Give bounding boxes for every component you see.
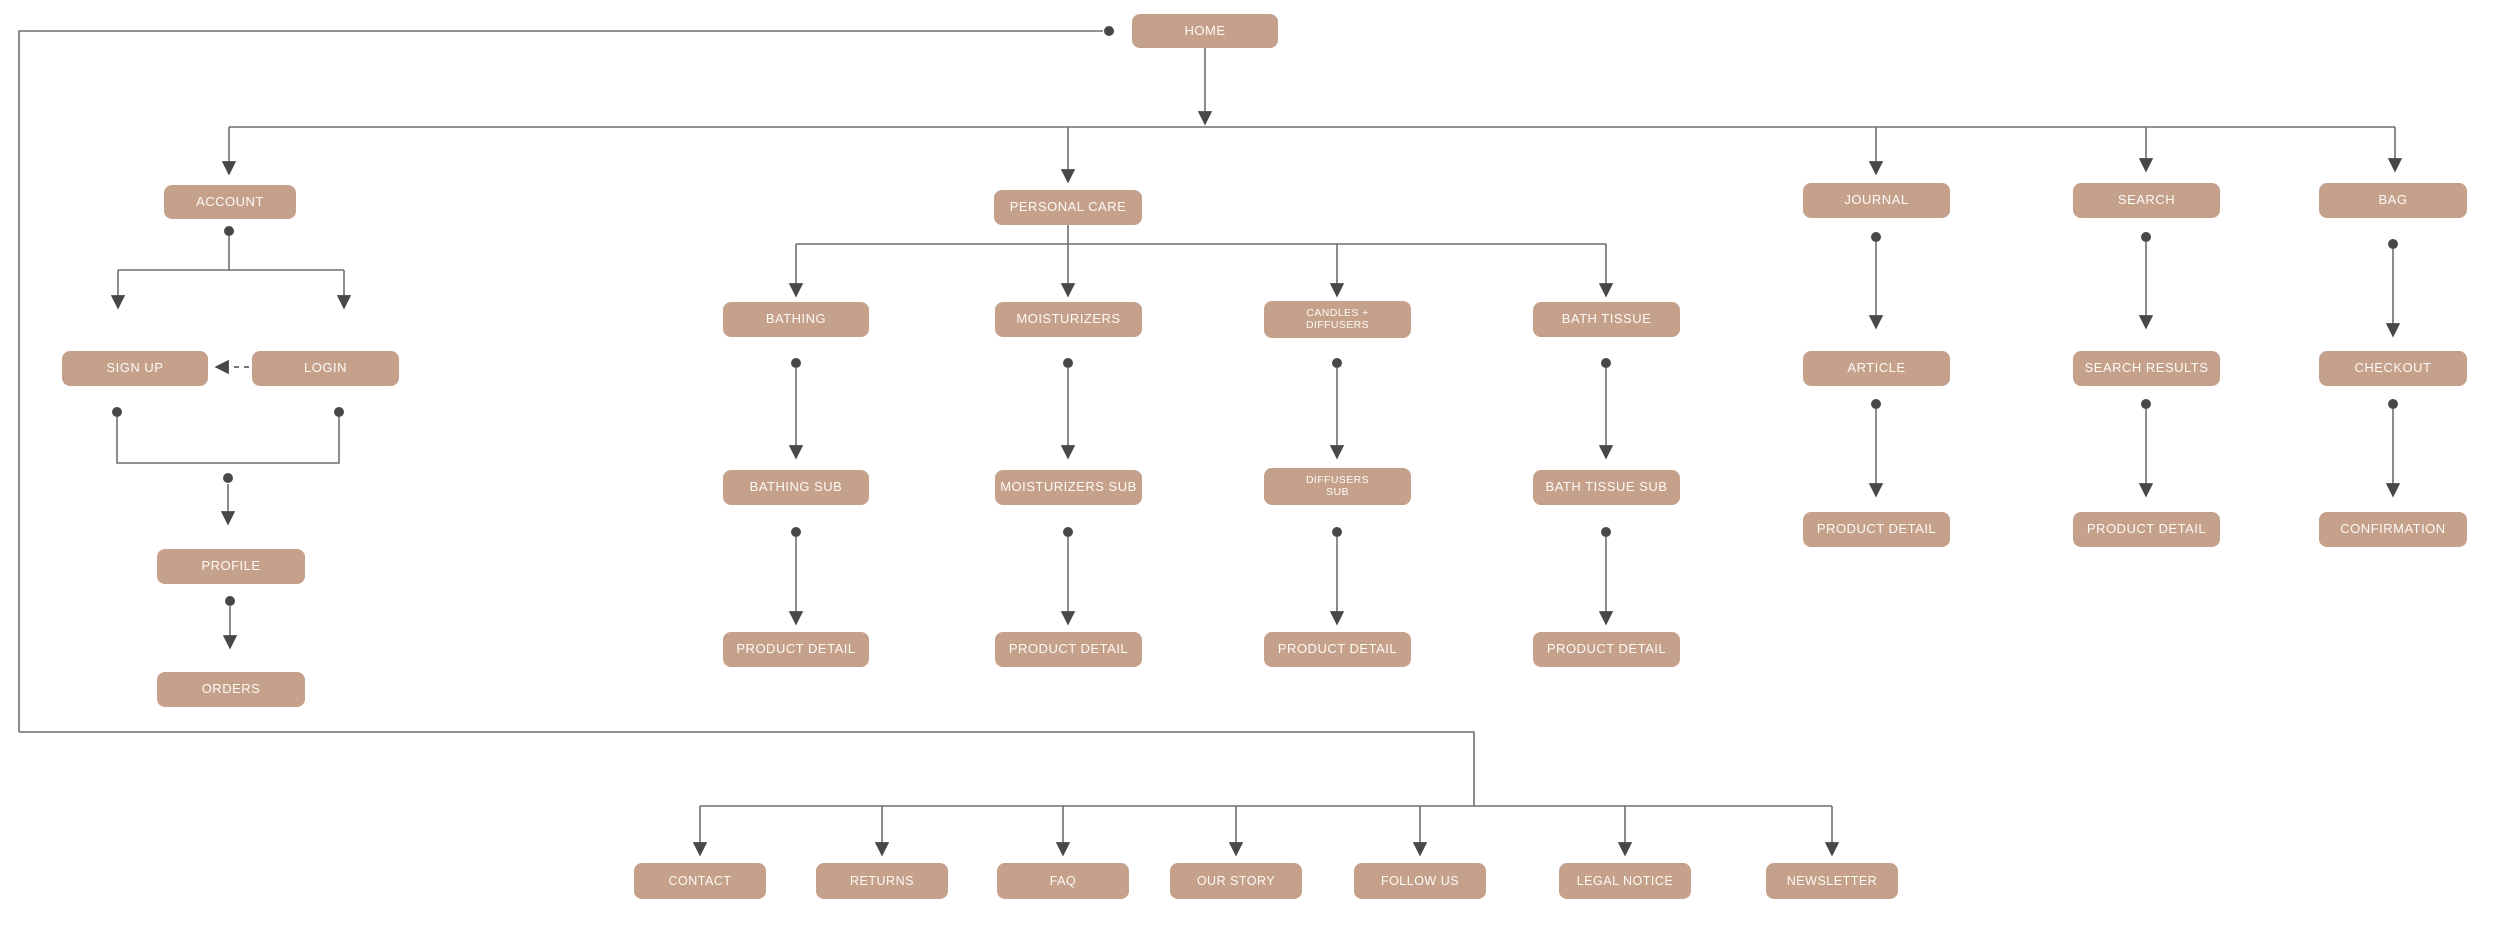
node-moisturizers-sub: MOISTURIZERS SUB [995,470,1142,505]
connector-merge-to-profile [112,407,344,526]
node-newsletter: NEWSLETTER [1766,863,1898,899]
node-home: HOME [1132,14,1278,48]
node-article: ARTICLE [1803,351,1950,386]
connector-bag-column [2385,239,2401,498]
connector-home-feedback-rail [18,26,1114,732]
node-search: SEARCH [2073,183,2220,218]
connector-account-split [110,226,352,310]
node-candles-product-detail: PRODUCT DETAIL [1264,632,1411,667]
node-bath-tissue-product-detail: PRODUCT DETAIL [1533,632,1680,667]
node-journal: JOURNAL [1803,183,1950,218]
connector-profile-to-orders [222,596,238,650]
node-follow-us: FOLLOW US [1354,863,1486,899]
connector-moisturizers-column [1060,358,1076,626]
node-candles-diffusers: CANDLES + DIFFUSERS [1264,301,1411,338]
node-account: ACCOUNT [164,185,296,219]
connector-personal-care-split [788,225,1614,298]
node-journal-product-detail: PRODUCT DETAIL [1803,512,1950,547]
node-personal-care: PERSONAL CARE [994,190,1142,225]
node-sign-up: SIGN UP [62,351,208,386]
node-bathing: BATHING [723,302,869,337]
node-bath-tissue: BATH TISSUE [1533,302,1680,337]
node-search-product-detail: PRODUCT DETAIL [2073,512,2220,547]
connector-bath-tissue-column [1598,358,1614,626]
node-checkout: CHECKOUT [2319,351,2467,386]
node-legal-notice: LEGAL NOTICE [1559,863,1691,899]
node-login: LOGIN [252,351,399,386]
node-bathing-sub: BATHING SUB [723,470,869,505]
node-moisturizers-product-detail: PRODUCT DETAIL [995,632,1142,667]
connector-bathing-column [788,358,804,626]
connector-main-bar [221,126,2403,184]
connector-candles-column [1329,358,1345,626]
connector-journal-column [1868,232,1884,498]
node-bath-tissue-sub: BATH TISSUE SUB [1533,470,1680,505]
node-diffusers-sub: DIFFUSERS SUB [1264,468,1411,505]
node-faq: FAQ [997,863,1129,899]
connector-search-column [2138,232,2154,498]
node-profile: PROFILE [157,549,305,584]
node-bag: BAG [2319,183,2467,218]
node-search-results: SEARCH RESULTS [2073,351,2220,386]
node-confirmation: CONFIRMATION [2319,512,2467,547]
node-bathing-product-detail: PRODUCT DETAIL [723,632,869,667]
node-moisturizers: MOISTURIZERS [995,302,1142,337]
node-returns: RETURNS [816,863,948,899]
node-contact: CONTACT [634,863,766,899]
connector-footer-split [19,731,1840,857]
node-orders: ORDERS [157,672,305,707]
node-our-story: OUR STORY [1170,863,1302,899]
